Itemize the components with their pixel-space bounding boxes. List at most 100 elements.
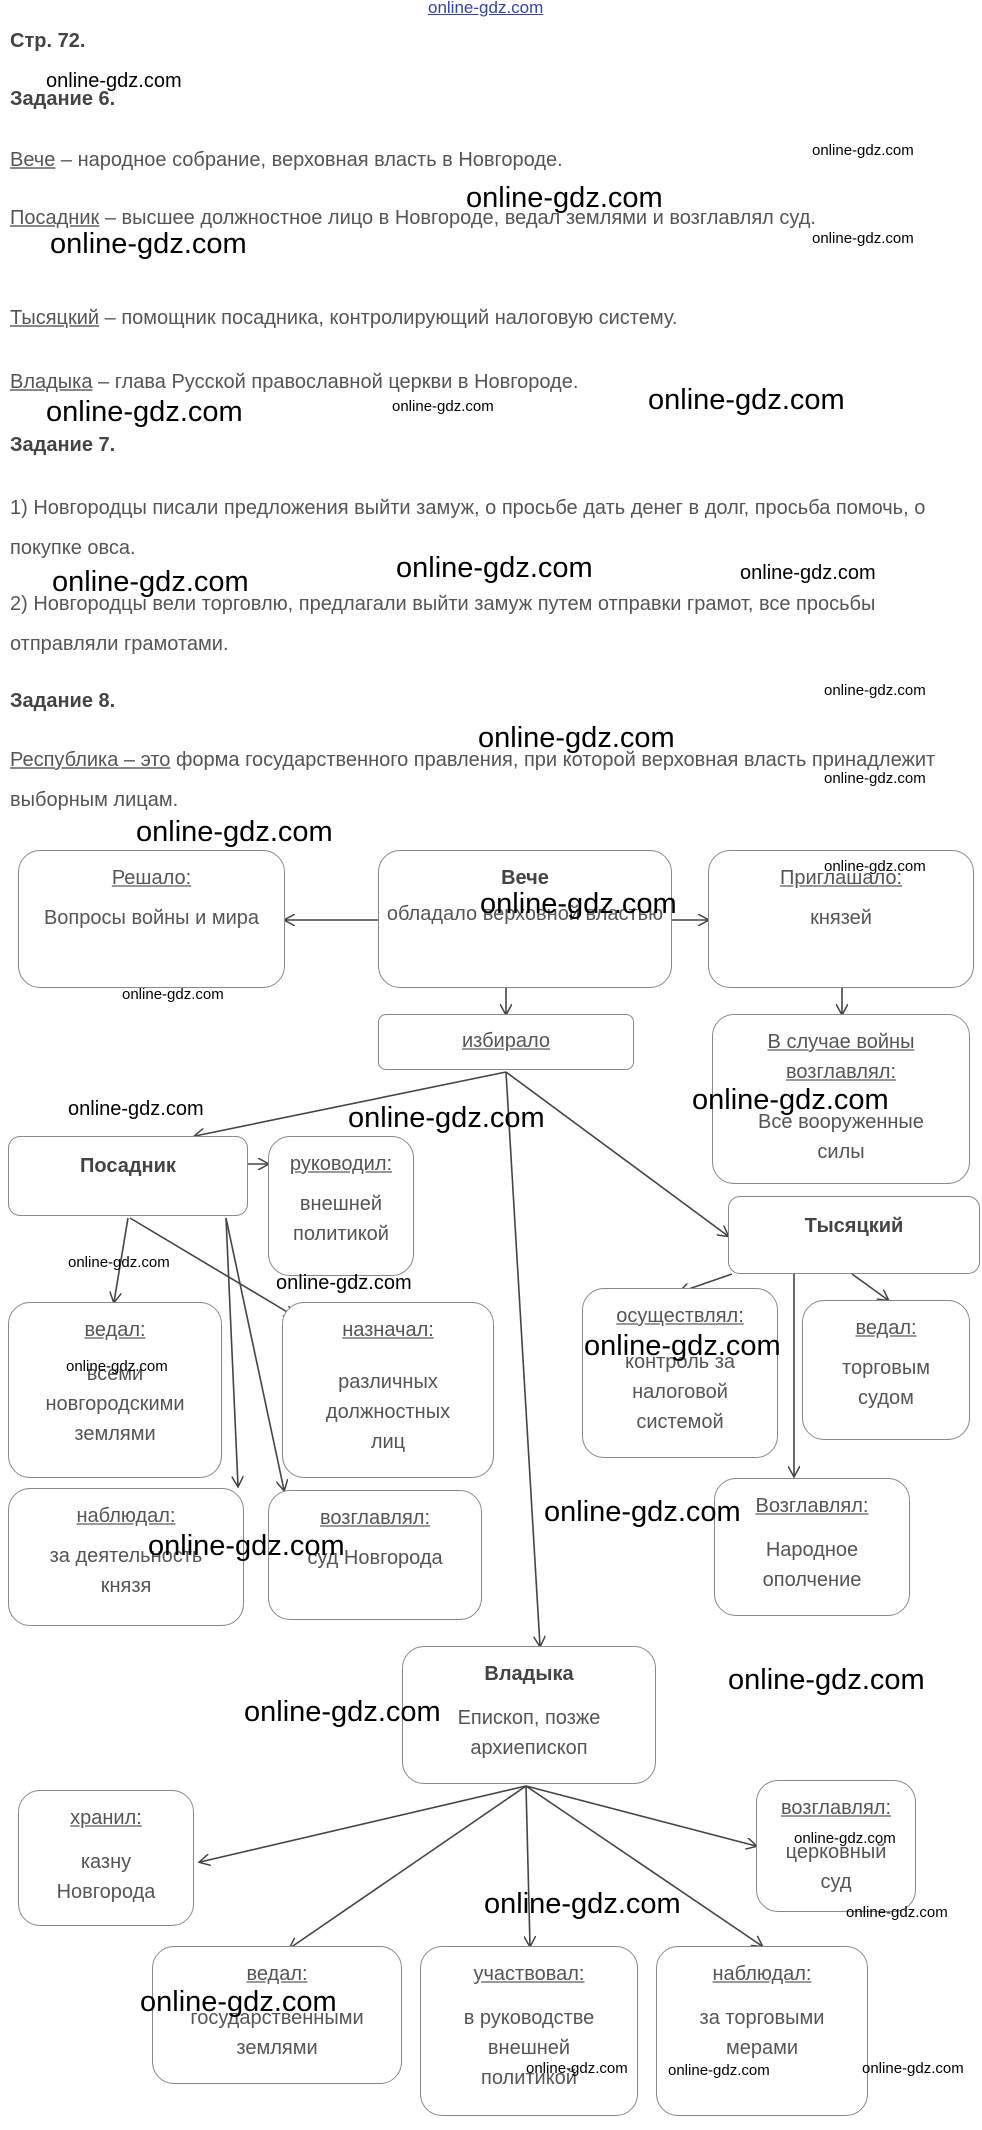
box-nablyudal-prince-body: за деятельность князя bbox=[49, 1545, 203, 1597]
watermark: online-gdz.com bbox=[46, 70, 182, 92]
watermark: online-gdz.com bbox=[728, 1664, 925, 1696]
box-veche-title: Вече bbox=[501, 867, 549, 889]
box-rukovodil-body: внешней политикой bbox=[293, 1193, 389, 1245]
box-vedal-court-body: торговым судом bbox=[842, 1357, 930, 1409]
box-vozglavlyal-militia: Возглавлял: Народное ополчение bbox=[714, 1478, 910, 1616]
watermark: online-gdz.com bbox=[846, 1904, 948, 1921]
watermark: online-gdz.com bbox=[824, 682, 926, 699]
box-vedal-lands-body: всеми новгородскими землями bbox=[45, 1363, 185, 1445]
arrow-izbiralo-tysyatsky bbox=[505, 1071, 728, 1236]
box-priglashalo-body: князей bbox=[810, 907, 872, 929]
box-vedal-court-title: ведал: bbox=[855, 1317, 917, 1339]
task7-item-1: 1) Новгородцы писали предложения выйти з… bbox=[10, 497, 926, 559]
watermark: online-gdz.com bbox=[812, 142, 914, 159]
watermark: online-gdz.com bbox=[812, 230, 914, 247]
box-vedal-court: ведал: торговым судом bbox=[802, 1300, 970, 1440]
box-khranil-body: казну Новгорода bbox=[56, 1851, 156, 1903]
box-nablyudal-trade-title: наблюдал: bbox=[712, 1963, 812, 1985]
box-vozglavlyal-church-body: церковный суд bbox=[785, 1841, 887, 1893]
watermark: online-gdz.com bbox=[478, 722, 675, 754]
watermark: online-gdz.com bbox=[584, 1330, 781, 1362]
arrow-vladyka-khranil bbox=[200, 1785, 527, 1862]
box-reshalo: Решало: Вопросы войны и мира bbox=[18, 850, 285, 988]
box-vozglavlyal-court: возглавлял: суд Новгорода bbox=[268, 1490, 482, 1620]
box-osushch: осуществлял: контроль за налоговой систе… bbox=[582, 1288, 778, 1458]
box-vozglavlyal-court-title: возглавлял: bbox=[319, 1507, 430, 1529]
watermark: online-gdz.com bbox=[794, 1830, 896, 1847]
box-vozglavlyal-militia-title: Возглавлял: bbox=[755, 1495, 869, 1517]
box-naznachal-title: назначал: bbox=[342, 1319, 434, 1341]
watermark: online-gdz.com bbox=[484, 1888, 681, 1920]
watermark: online-gdz.com bbox=[348, 1102, 545, 1134]
box-nablyudal-trade: наблюдал: за торговыми мерами bbox=[656, 1946, 868, 2116]
watermark: online-gdz.com bbox=[46, 396, 243, 428]
box-naznachal-body: различных должностных лиц bbox=[325, 1371, 451, 1453]
box-nablyudal-prince-title: наблюдал: bbox=[76, 1505, 176, 1527]
watermark: online-gdz.com bbox=[68, 1098, 204, 1120]
box-tysyatsky-title: Тысяцкий bbox=[804, 1215, 904, 1237]
def-vladyka: – глава Русской православной церкви в Но… bbox=[92, 371, 579, 393]
box-vozglavlyal-church-title: возглавлял: bbox=[780, 1797, 891, 1819]
task8-definition: Республика – это форма государственного … bbox=[10, 740, 970, 820]
watermark: online-gdz.com bbox=[648, 384, 845, 416]
box-izbiralo: избирало bbox=[378, 1014, 634, 1070]
box-osushch-title: осуществлял: bbox=[616, 1305, 744, 1327]
watermark: online-gdz.com bbox=[276, 1272, 412, 1294]
watermark: online-gdz.com bbox=[148, 1530, 345, 1562]
arrow-vladyka-nablyudal bbox=[525, 1785, 762, 1946]
box-nablyudal-prince: наблюдал: за деятельность князя bbox=[8, 1488, 244, 1626]
arrow-vladyka-uchastvoval bbox=[526, 1785, 530, 1946]
box-uchastvoval-title: участвовал: bbox=[473, 1963, 585, 1985]
watermark: online-gdz.com bbox=[66, 1358, 168, 1375]
arrow-izbiralo-posadnik bbox=[195, 1071, 507, 1136]
box-rukovodil-title: руководил: bbox=[289, 1153, 393, 1175]
watermark: online-gdz.com bbox=[52, 566, 249, 598]
term-respublika: Республика – это bbox=[10, 749, 171, 771]
box-khranil-title: хранил: bbox=[70, 1807, 142, 1829]
arrow-posadnik-naznachal bbox=[129, 1217, 294, 1316]
task6-heading: Задание 6. bbox=[10, 88, 116, 110]
box-war-title: В случае войны возглавлял: bbox=[767, 1031, 915, 1083]
task8-heading: Задание 8. bbox=[10, 690, 116, 712]
box-vozglavlyal-church: возглавлял: церковный суд bbox=[756, 1780, 916, 1912]
watermark: online-gdz.com bbox=[544, 1496, 741, 1528]
box-vozglavlyal-court-body: суд Новгорода bbox=[307, 1547, 443, 1569]
top-watermark: online-gdz.com bbox=[428, 0, 544, 17]
task6-item-veche: Вече – народное собрание, верховная влас… bbox=[10, 140, 970, 180]
def-tysyatsky: – помощник посадника, контролирующий нал… bbox=[99, 307, 678, 329]
box-priglashalo: Приглашало: князей bbox=[708, 850, 974, 988]
watermark: online-gdz.com bbox=[244, 1696, 441, 1728]
box-reshalo-body: Вопросы войны и мира bbox=[43, 907, 260, 929]
watermark: online-gdz.com bbox=[668, 2062, 770, 2079]
watermark: online-gdz.com bbox=[526, 2060, 628, 2077]
def-veche: – народное собрание, верховная власть в … bbox=[55, 149, 563, 171]
box-priglashalo-title: Приглашало: bbox=[779, 867, 903, 889]
box-posadnik: Посадник bbox=[8, 1136, 248, 1216]
box-vedal-lands-title: ведал: bbox=[84, 1319, 146, 1341]
page-label: Стр. 72. bbox=[10, 30, 86, 52]
term-vladyka: Владыка bbox=[10, 371, 93, 393]
task7-heading: Задание 7. bbox=[10, 434, 116, 456]
task7-item-2: 2) Новгородцы вели торговлю, предлагали … bbox=[10, 593, 876, 655]
box-vladyka-body: Епископ, позже архиепископ bbox=[457, 1707, 601, 1759]
def-respublika: форма государственного правления, при ко… bbox=[10, 749, 936, 811]
box-war: В случае войны возглавлял: Все вооруженн… bbox=[712, 1014, 970, 1184]
box-vedal-lands: ведал: всеми новгородскими землями bbox=[8, 1302, 222, 1478]
box-tysyatsky: Тысяцкий bbox=[728, 1196, 980, 1274]
watermark: online-gdz.com bbox=[740, 562, 876, 584]
arrow-posadnik-nablyudal bbox=[225, 1217, 238, 1486]
arrow-vladyka-vozglavlyal bbox=[525, 1785, 756, 1846]
watermark: online-gdz.com bbox=[140, 1986, 337, 2018]
task6-item-vladyka: Владыка – глава Русской православной цер… bbox=[10, 362, 970, 402]
watermark: online-gdz.com bbox=[824, 858, 926, 875]
arrow-posadnik-vedal bbox=[114, 1217, 129, 1302]
watermark: online-gdz.com bbox=[824, 770, 926, 787]
box-war-body: Все вооруженные силы bbox=[758, 1111, 924, 1163]
box-vozglavlyal-militia-body: Народное ополчение bbox=[762, 1539, 862, 1591]
box-rukovodil: руководил: внешней политикой bbox=[268, 1136, 414, 1276]
arrow-posadnik-vozglavlyal bbox=[225, 1217, 284, 1490]
term-veche: Вече bbox=[10, 149, 56, 171]
watermark: online-gdz.com bbox=[692, 1084, 889, 1116]
watermark: online-gdz.com bbox=[396, 552, 593, 584]
box-vladyka-title: Владыка bbox=[484, 1663, 574, 1685]
